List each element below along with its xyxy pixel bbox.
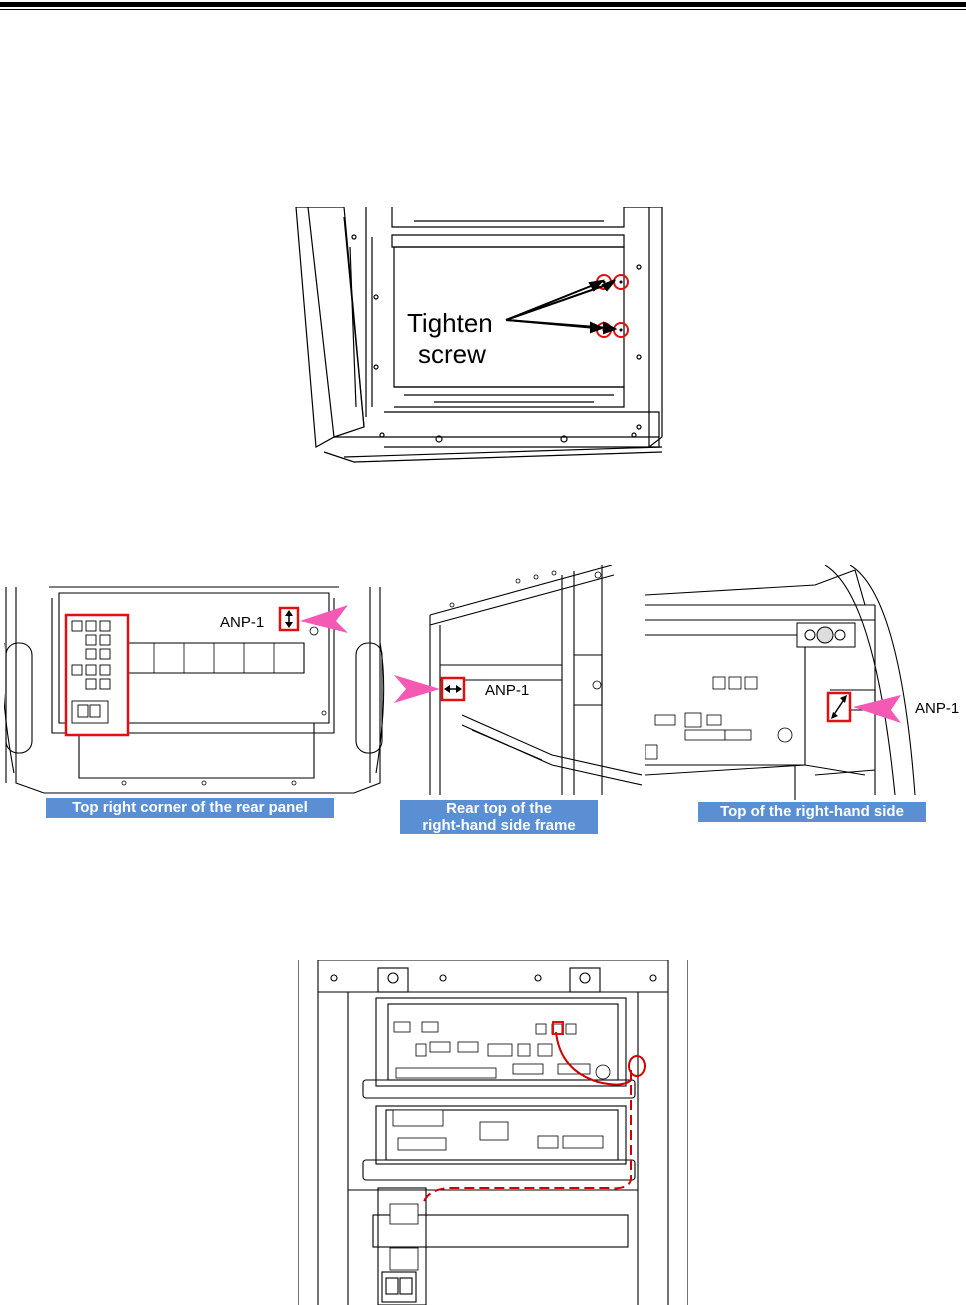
callout-screw: screw bbox=[418, 339, 486, 369]
panel1-anp-label: ANP-1 bbox=[220, 614, 264, 631]
panel1-caption: Top right corner of the rear panel bbox=[46, 798, 334, 818]
panel2-caption: Rear top of the right-hand side frame bbox=[400, 800, 598, 834]
panel-right-side-frame: ANP-1 Rear top of the right-hand side fr… bbox=[392, 565, 642, 795]
panel-right-hand-side: ANP-1 Top of the right-hand side bbox=[645, 565, 965, 800]
figure-tighten-screw: Tighten screw bbox=[294, 207, 664, 475]
panel3-anp-label: ANP-1 bbox=[915, 700, 959, 717]
callout-tighten: Tighten bbox=[407, 308, 493, 338]
panel2-caption-line2: right-hand side frame bbox=[422, 817, 575, 834]
panel2-caption-line1: Rear top of the bbox=[446, 800, 552, 817]
panel1-caption-text: Top right corner of the rear panel bbox=[72, 799, 308, 816]
panel2-anp-label: ANP-1 bbox=[485, 682, 529, 699]
right-side-drawing: ANP-1 bbox=[645, 565, 965, 800]
header-rule-thick bbox=[0, 2, 966, 7]
figure-rack-cabling bbox=[298, 960, 688, 1305]
frame-drawing: Tighten screw bbox=[294, 207, 664, 475]
rack-drawing bbox=[298, 960, 688, 1305]
panel3-caption-text: Top of the right-hand side bbox=[720, 803, 904, 820]
panel3-caption: Top of the right-hand side bbox=[698, 802, 926, 822]
panel-rear-top-right: ANP-1 Top right corner of the rear panel bbox=[4, 583, 390, 798]
rear-panel-drawing: ANP-1 bbox=[4, 583, 390, 798]
side-frame-drawing: ANP-1 bbox=[392, 565, 642, 795]
header-rule-thin bbox=[0, 9, 966, 10]
